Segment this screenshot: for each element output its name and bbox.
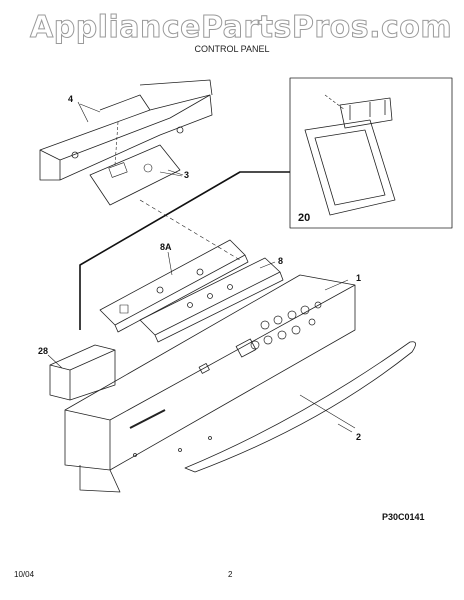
- callout-3: 3: [184, 170, 190, 180]
- callout-8a: 8A: [160, 242, 172, 252]
- part-8a-board: [99, 239, 249, 333]
- callout-1: 1: [356, 273, 362, 283]
- site-watermark: AppliancePartsPros.com: [29, 10, 453, 46]
- part-20-inset: [289, 77, 453, 229]
- diagram-code: P30C0141: [382, 512, 425, 522]
- part-4-bracket: [39, 79, 213, 181]
- callout-20: 20: [298, 212, 311, 224]
- footer-page-number: 2: [228, 570, 233, 579]
- part-3-board: [89, 121, 183, 206]
- part-28-block: [49, 344, 116, 401]
- callout-2: 2: [356, 432, 362, 442]
- footer-date: 10/04: [14, 570, 35, 579]
- part-8-board: [139, 257, 284, 343]
- part-2-trim-strip: [184, 341, 416, 473]
- part-1-control-panel: [64, 274, 356, 493]
- section-title: CONTROL PANEL: [194, 44, 270, 54]
- callout-leaders: [47, 101, 353, 433]
- inset-leader-line: [79, 171, 290, 330]
- callout-8: 8: [278, 256, 284, 266]
- callout-28: 28: [38, 346, 49, 356]
- callout-4: 4: [68, 94, 74, 104]
